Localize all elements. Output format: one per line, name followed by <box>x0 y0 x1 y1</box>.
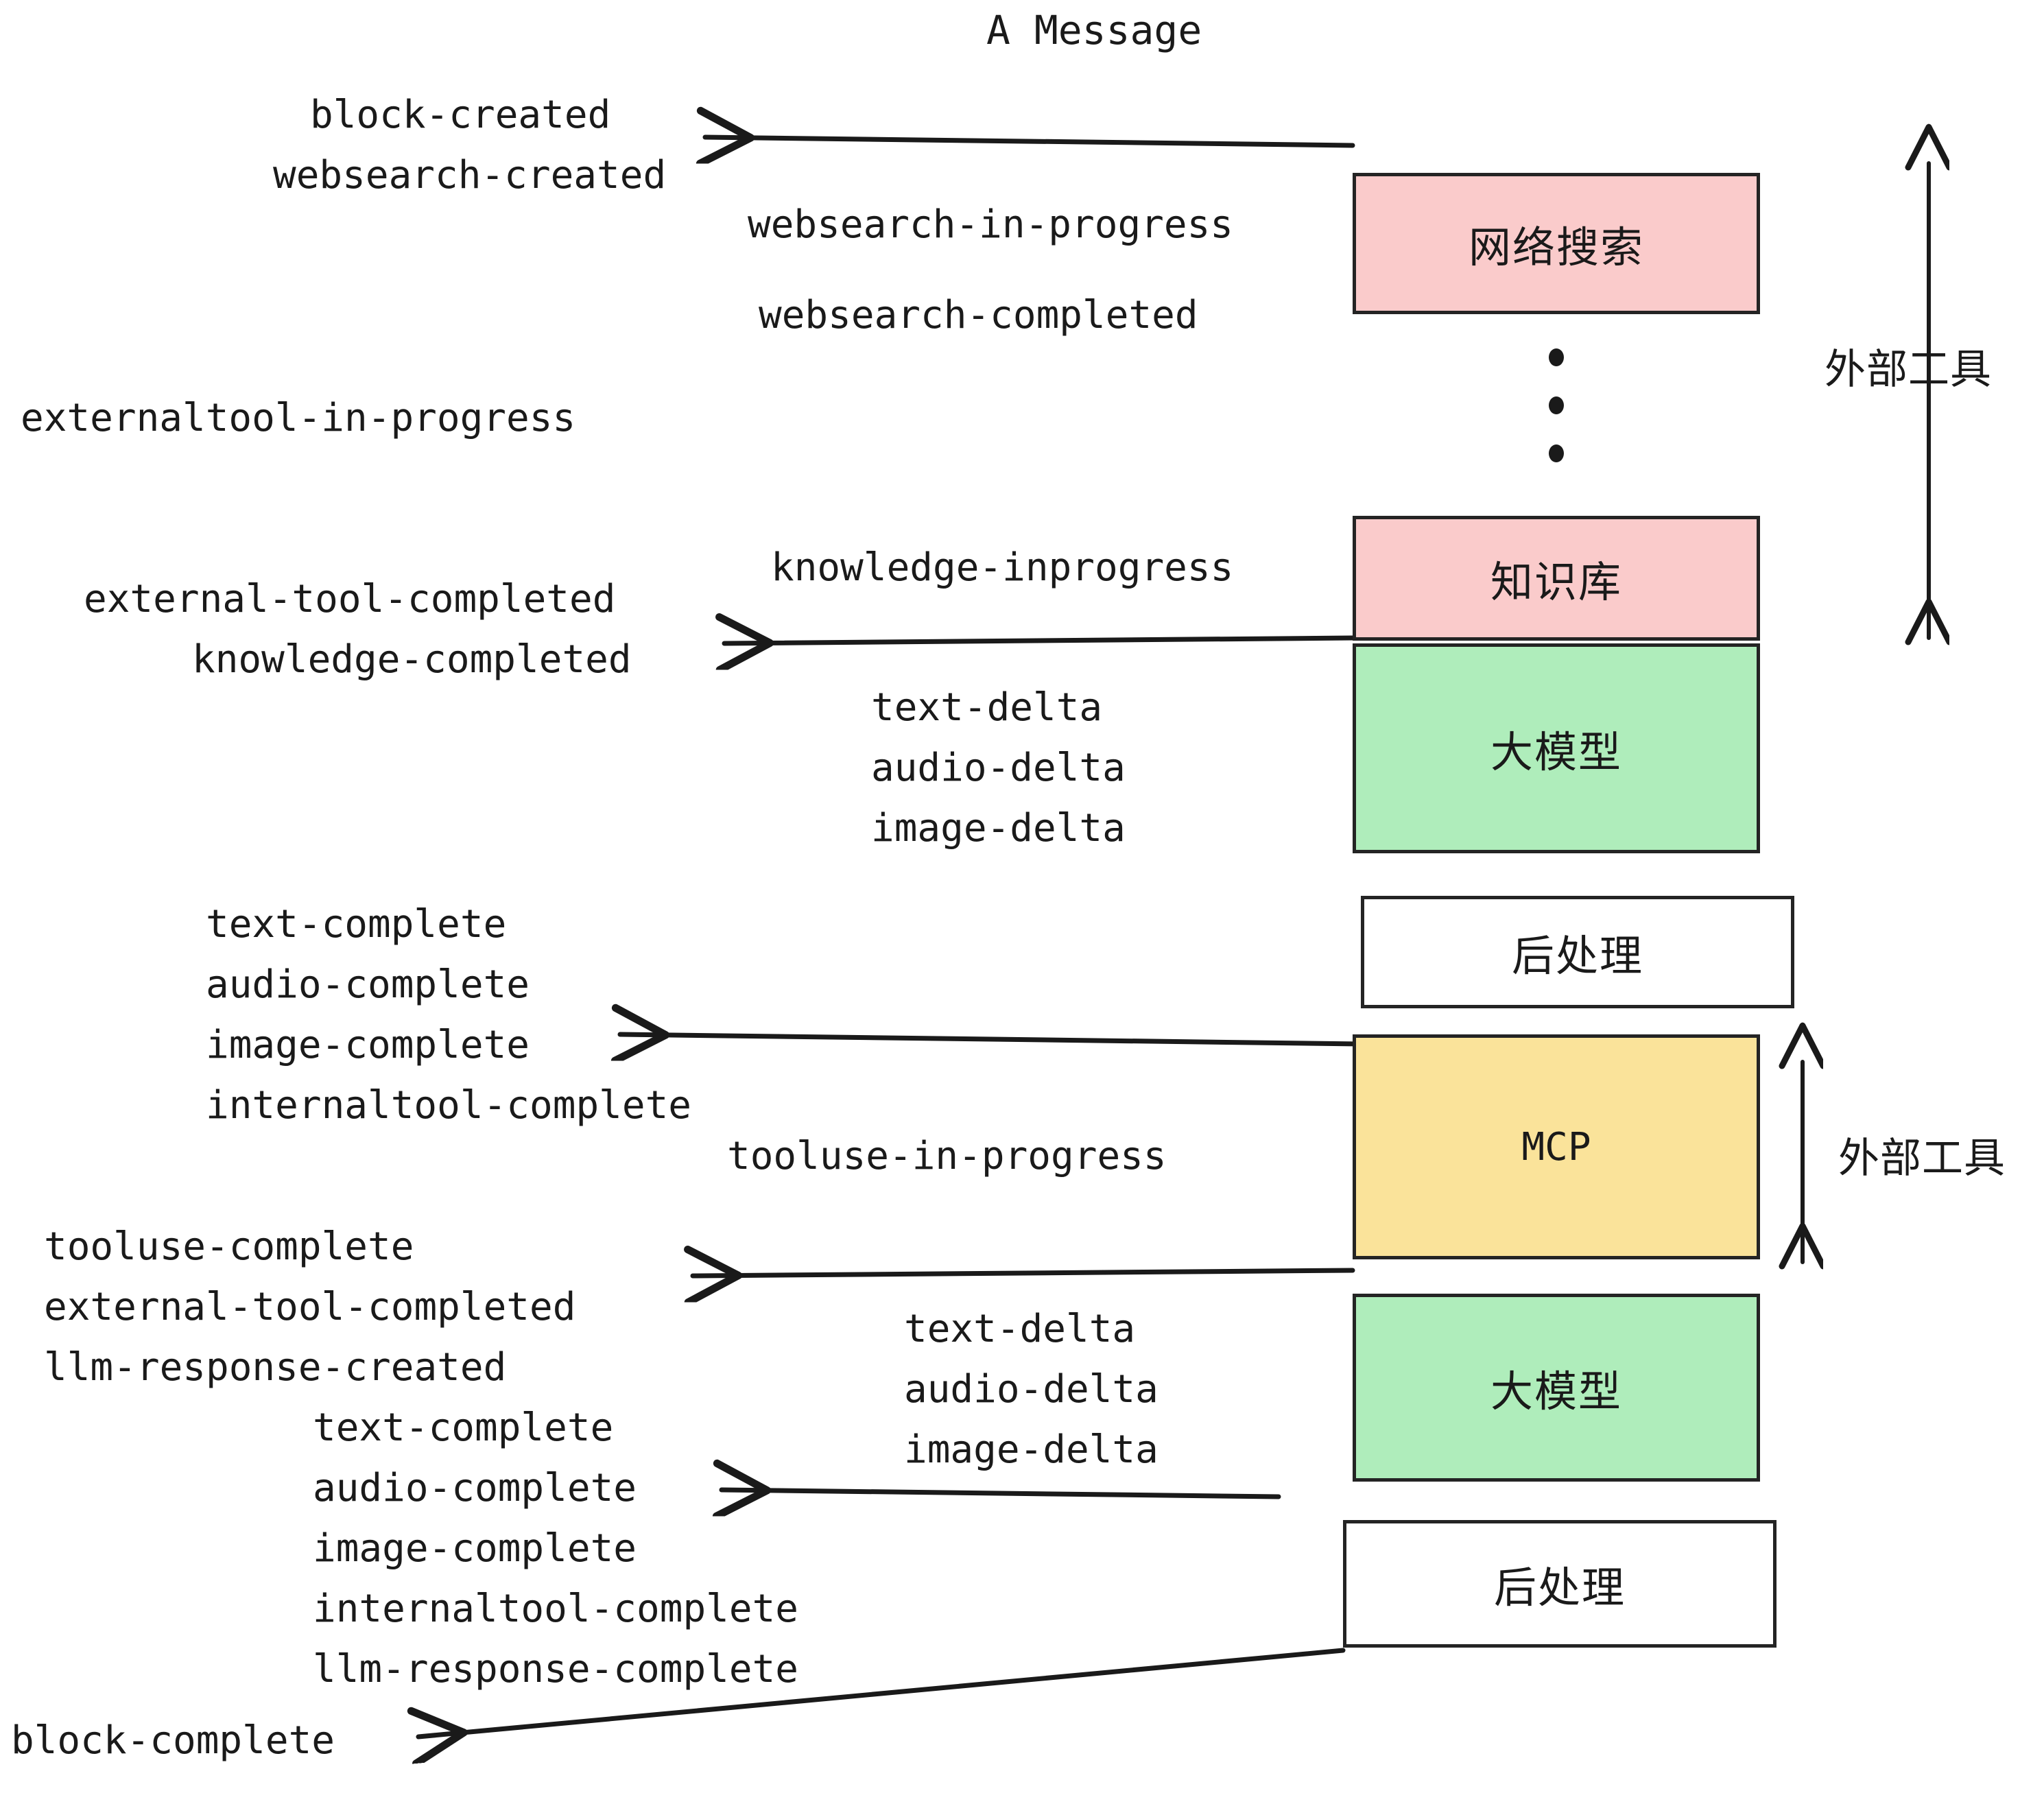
event-label-text-delta-1: text-delta <box>871 685 1103 730</box>
event-label-knowledge-inprogress: knowledge-inprogress <box>771 545 1234 590</box>
event-label-block-complete: block-complete <box>11 1718 335 1763</box>
event-label-websearch-completed: websearch-completed <box>759 293 1198 337</box>
arrow-mcp-to-tooluse <box>693 1270 1355 1276</box>
event-label-text-complete-1: text-complete <box>206 902 507 947</box>
event-label-audio-complete-2: audio-complete <box>313 1466 637 1510</box>
node-llm-first[interactable]: 大模型 <box>1353 643 1760 853</box>
event-label-llm-response-complete: llm-response-complete <box>313 1647 799 1692</box>
ellipsis-dot-icon <box>1549 396 1564 414</box>
event-label-image-delta-1: image-delta <box>871 806 1126 851</box>
event-label-image-complete-2: image-complete <box>313 1526 637 1571</box>
event-label-internaltool-complete-1: internaltool-complete <box>206 1083 692 1128</box>
node-post-first[interactable]: 后处理 <box>1361 896 1794 1008</box>
event-label-text-delta-2: text-delta <box>904 1307 1136 1351</box>
event-label-image-complete-1: image-complete <box>206 1023 530 1067</box>
arrow-knowledge-to-completed <box>724 638 1355 643</box>
event-label-external-tool-completed-1: external-tool-completed <box>84 577 616 621</box>
node-llm-second[interactable]: 大模型 <box>1353 1294 1760 1482</box>
node-websearch[interactable]: 网络搜索 <box>1353 173 1760 314</box>
event-label-block-created: block-created <box>310 93 611 137</box>
side-label-external-tool-top: 外部工具 <box>1825 346 1992 394</box>
page-title: A Message <box>986 7 1202 54</box>
event-label-websearch-created: websearch-created <box>273 153 667 198</box>
event-label-external-tool-completed-2: external-tool-completed <box>44 1285 576 1329</box>
event-label-knowledge-completed: knowledge-completed <box>192 637 632 682</box>
arrow-postprocess-to-image <box>620 1034 1364 1044</box>
event-label-llm-response-created: llm-response-created <box>44 1345 507 1390</box>
ellipsis-dot-icon <box>1549 444 1564 462</box>
event-label-text-complete-2: text-complete <box>313 1405 614 1450</box>
ellipsis-dot-icon <box>1549 348 1564 366</box>
event-label-internaltool-complete-2: internaltool-complete <box>313 1587 799 1631</box>
event-label-audio-delta-2: audio-delta <box>904 1367 1158 1412</box>
arrow-websearch-to-block <box>705 137 1355 145</box>
event-label-audio-delta-1: audio-delta <box>871 746 1126 790</box>
node-knowledge[interactable]: 知识库 <box>1353 516 1760 641</box>
arrow-llm-to-audio <box>722 1490 1281 1497</box>
event-label-externaltool-in-progress: externaltool-in-progress <box>21 396 576 440</box>
side-label-external-tool-bottom: 外部工具 <box>1838 1135 2006 1183</box>
event-label-audio-complete-1: audio-complete <box>206 962 530 1007</box>
event-label-tooluse-complete: tooluse-complete <box>44 1224 414 1269</box>
node-post-second[interactable]: 后处理 <box>1343 1520 1776 1648</box>
event-label-websearch-in-progress: websearch-in-progress <box>748 202 1234 247</box>
event-label-tooluse-in-progress: tooluse-in-progress <box>727 1134 1167 1178</box>
event-label-image-delta-2: image-delta <box>904 1427 1158 1472</box>
node-mcp[interactable]: MCP <box>1353 1034 1760 1259</box>
